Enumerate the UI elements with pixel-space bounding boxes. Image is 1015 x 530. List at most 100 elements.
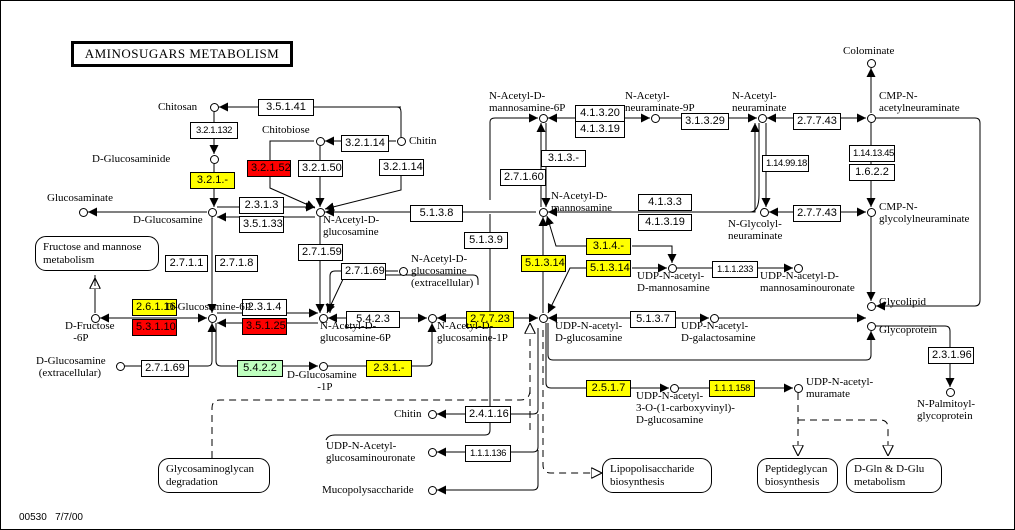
compound-label-d-glucosamine-6p: D-Glucosamine-6P [166, 301, 251, 313]
compound-node-cmp-neugc[interactable] [867, 208, 876, 217]
compound-node-chitin-bottom[interactable] [428, 410, 437, 419]
compound-node-d-glucosamine[interactable] [208, 208, 217, 217]
compound-node-glcnac[interactable] [316, 208, 325, 217]
edge-glycosaminoglycan-link [211, 389, 531, 458]
compound-node-glycoprotein[interactable] [867, 322, 876, 331]
compound-label-cmp-neugc: CMP-N- glycolylneuraminate [879, 201, 970, 225]
enzyme-box-3-1-3--x[interactable]: 3.1.3.- [541, 150, 586, 167]
enzyme-box-1-14-13-45[interactable]: 1.14.13.45 [849, 145, 895, 162]
compound-node-glycolipid[interactable] [867, 302, 876, 311]
compound-node-udp-murnac[interactable] [794, 384, 803, 393]
edge-glucosamine-ext-g6p [125, 323, 217, 367]
enzyme-box-3-5-1-25[interactable]: 3.5.1.25 [242, 318, 287, 335]
enzyme-box-5-1-3-14[interactable]: 5.1.3.14 [586, 260, 631, 277]
compound-node-cmp-neuac[interactable] [867, 114, 876, 123]
compound-node-chitobiose[interactable] [316, 137, 325, 146]
compound-node-d-fructose-6p[interactable] [91, 314, 100, 323]
enzyme-box-3-2-1-50[interactable]: 3.2.1.50 [298, 160, 343, 177]
enzyme-box-1-1-1-136[interactable]: 1.1.1.136 [465, 445, 511, 462]
enzyme-box-5-4-2-2[interactable]: 5.4.2.2 [237, 360, 283, 377]
enzyme-box-4-1-3-3[interactable]: 4.1.3.3 [638, 194, 692, 211]
compound-node-glcnac-1p[interactable] [428, 314, 437, 323]
edge-udpglcnac-mucopolysaccharide [437, 450, 539, 495]
enzyme-box-1-1-1-233[interactable]: 1.1.1.233 [712, 261, 758, 278]
enzyme-box-5-1-3-8[interactable]: 5.1.3.8 [410, 205, 463, 222]
compound-node-neuac-9p[interactable] [651, 114, 660, 123]
compound-node-manac-6p[interactable] [539, 114, 548, 123]
compound-label-chitosan: Chitosan [158, 101, 198, 113]
enzyme-box-5-4-2-3[interactable]: 5.4.2.3 [346, 311, 400, 328]
enzyme-box-2-5-1-7[interactable]: 2.5.1.7 [586, 380, 631, 397]
enzyme-box-3-2-1-14[interactable]: 3.2.1.14 [379, 159, 424, 176]
enzyme-box-2-7-1-69[interactable]: 2.7.1.69 [141, 360, 189, 377]
enzyme-box-1-14-99-18[interactable]: 1.14.99.18 [762, 155, 809, 172]
enzyme-box-5-3-1-10[interactable]: 5.3.1.10 [132, 319, 177, 336]
enzyme-box-2-3-1-4[interactable]: 2.3.1.4 [242, 299, 287, 316]
compound-node-glcnac-ext[interactable] [399, 267, 408, 276]
edge-udpglcnac-enolpyruvyl [545, 323, 669, 393]
edge-g6p-g1p [215, 323, 318, 371]
enzyme-box-2-7-1-60[interactable]: 2.7.1.60 [500, 169, 546, 186]
enzyme-box-5-1-3-7[interactable]: 5.1.3.7 [630, 311, 676, 328]
enzyme-box-3-2-1--x[interactable]: 3.2.1.- [190, 172, 235, 189]
edge-chitin-chitosan-a [396, 106, 402, 137]
compound-node-neuac[interactable] [758, 114, 767, 123]
compound-node-mucopolysaccharide[interactable] [428, 486, 437, 495]
enzyme-box-3-5-1-33[interactable]: 3.5.1.33 [239, 216, 284, 233]
pathway-map-link-glycosaminoglycan[interactable]: Glycosaminoglycan degradation [158, 458, 270, 493]
compound-node-udp-manac[interactable] [668, 264, 677, 273]
compound-node-colominate[interactable] [867, 59, 876, 68]
enzyme-box-2-7-7-23[interactable]: 2.7.7.23 [466, 311, 514, 328]
pathway-map-link-peptidoglycan[interactable]: Peptideglycan biosynthesis [757, 458, 838, 493]
enzyme-box-4-1-3-19[interactable]: 4.1.3.19 [575, 121, 625, 138]
enzyme-box-2-7-1-1[interactable]: 2.7.1.1 [165, 255, 208, 272]
enzyme-box-2-3-1-3[interactable]: 2.3.1.3 [239, 197, 284, 214]
compound-label-udp-glcnac-uronate: UDP-N-Acetyl- glucosaminouronate [326, 440, 416, 464]
enzyme-box-4-1-3-19[interactable]: 4.1.3.19 [638, 214, 692, 231]
compound-node-neugc[interactable] [760, 208, 769, 217]
enzyme-box-2-7-1-59[interactable]: 2.7.1.59 [298, 244, 343, 261]
compound-label-chitobiose: Chitobiose [262, 124, 310, 136]
enzyme-box-5-1-3-9[interactable]: 5.1.3.9 [464, 232, 508, 249]
enzyme-box-2-7-1-69[interactable]: 2.7.1.69 [341, 263, 386, 280]
enzyme-box-2-7-1-8[interactable]: 2.7.1.8 [215, 255, 258, 272]
compound-node-udp-glcnac-uronate[interactable] [428, 448, 437, 457]
enzyme-box-2-3-1--x[interactable]: 2.3.1.- [366, 360, 412, 377]
enzyme-box-3-2-1-14[interactable]: 3.2.1.14 [341, 135, 389, 152]
pathway-map-link-dgln-dglu[interactable]: D-Gln & D-Glu metabolism [846, 458, 942, 493]
compound-node-glcnac-6p[interactable] [319, 314, 328, 323]
edge-manac-neuac [548, 123, 760, 213]
compound-node-n-palmitoyl-glycoprotein[interactable] [946, 388, 955, 397]
enzyme-box-3-2-1-52[interactable]: 3.2.1.52 [247, 160, 291, 177]
compound-label-d-glucosamine-ext: D-Glucosamine (extracellular) [36, 355, 106, 379]
enzyme-box-2-7-7-43[interactable]: 2.7.7.43 [793, 113, 841, 130]
enzyme-box-3-5-1-41[interactable]: 3.5.1.41 [258, 99, 314, 116]
enzyme-box-3-1-3-29[interactable]: 3.1.3.29 [681, 113, 729, 130]
compound-node-d-glucosamine-1p[interactable] [319, 362, 328, 371]
enzyme-box-2-3-1-96[interactable]: 2.3.1.96 [928, 347, 974, 364]
enzyme-box-2-7-7-43[interactable]: 2.7.7.43 [793, 205, 841, 222]
compound-node-d-glucosamine-6p[interactable] [208, 314, 217, 323]
compound-node-manac[interactable] [539, 208, 548, 217]
compound-node-udp-manac-uronate[interactable] [794, 264, 803, 273]
compound-node-udp-glcnac-enolpyruvyl[interactable] [670, 384, 679, 393]
compound-node-udp-glcnac[interactable] [539, 314, 548, 323]
enzyme-box-1-6-2-2[interactable]: 1.6.2.2 [849, 164, 895, 181]
compound-node-chitosan[interactable] [210, 103, 219, 112]
compound-label-udp-murnac: UDP-N-acetyl- muramate [806, 376, 874, 400]
enzyme-box-4-1-3-20[interactable]: 4.1.3.20 [575, 105, 625, 122]
enzyme-box-2-6-1-16[interactable]: 2.6.1.16 [132, 299, 177, 316]
enzyme-box-3-2-1-132[interactable]: 3.2.1.132 [190, 122, 238, 139]
enzyme-box-2-4-1-16[interactable]: 2.4.1.16 [465, 406, 511, 423]
pathway-map-link-fructose-mannose[interactable]: Fructose and mannose metabolism [35, 236, 159, 271]
enzyme-box-5-1-3-14[interactable]: 5.1.3.14 [521, 255, 566, 272]
compound-node-udp-galnac[interactable] [710, 314, 719, 323]
enzyme-box-1-1-1-158[interactable]: 1.1.1.158 [709, 380, 755, 397]
pathway-map-link-lps[interactable]: Lipopolisaccharide biosynthesis [602, 458, 712, 493]
compound-node-chitin-top[interactable] [397, 137, 406, 146]
enzyme-box-3-1-4--x[interactable]: 3.1.4.- [586, 238, 631, 255]
compound-label-manac-6p: N-Acetyl-D- mannosamine-6P [489, 90, 566, 114]
compound-node-d-glucosamine-ext[interactable] [116, 362, 125, 371]
compound-node-d-glucosaminide[interactable] [210, 155, 219, 164]
compound-node-glucosaminate[interactable] [79, 208, 88, 217]
